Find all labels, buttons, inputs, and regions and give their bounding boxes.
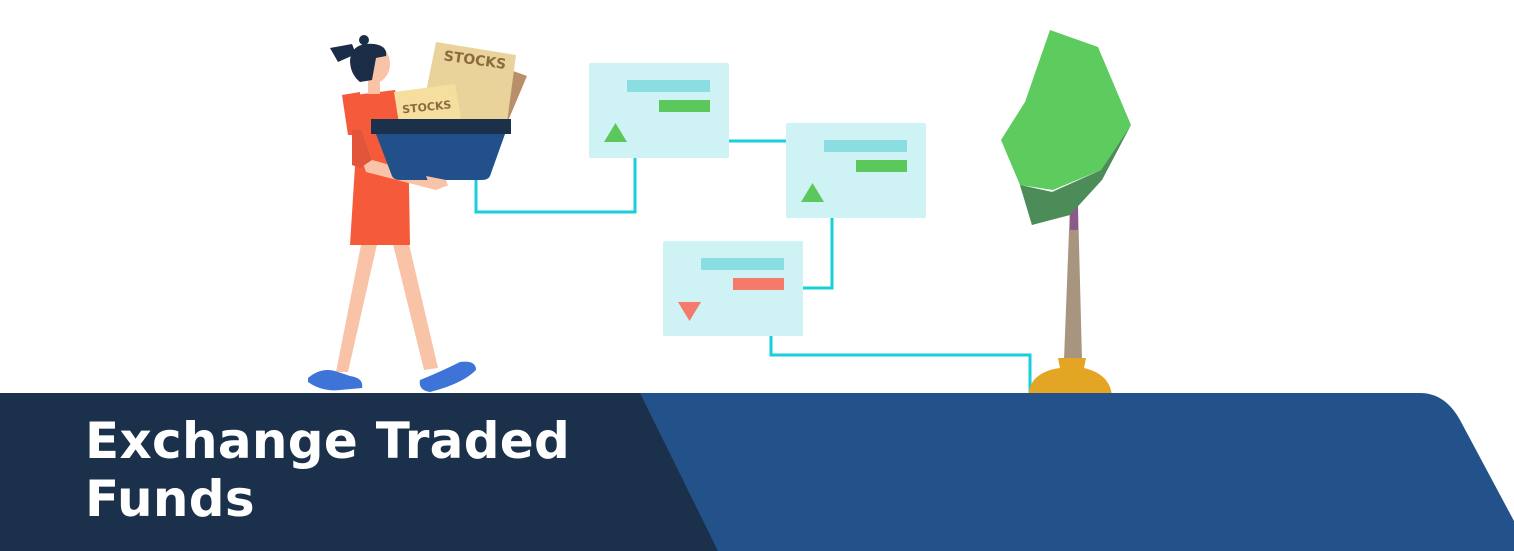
banner-dark-panel	[0, 393, 718, 551]
basket-rim	[371, 119, 511, 134]
connector-card3-to-pot	[769, 336, 1032, 392]
right-shoe	[419, 361, 476, 392]
left-shoe	[308, 370, 363, 391]
card-3-bar-top	[701, 258, 784, 270]
tree-canopy-light	[1001, 30, 1131, 190]
connector-lines	[474, 139, 1032, 392]
card-1-bar-bottom	[659, 100, 710, 112]
tree-canopy-dark	[1020, 125, 1131, 225]
stocks-label-small: STOCKS	[402, 98, 452, 116]
page-title-line-2: Funds	[85, 470, 255, 528]
stocks-document-small	[394, 84, 462, 130]
page-title-line-1: Exchange Traded	[85, 412, 571, 470]
basket	[376, 134, 505, 180]
tree-trunk	[1064, 205, 1082, 360]
hair	[350, 43, 387, 82]
stock-card-1	[589, 63, 729, 158]
connector-basket-to-card1	[474, 158, 637, 214]
stock-card-3	[663, 241, 803, 336]
woman-carrying-stocks-icon	[308, 35, 527, 392]
connector-card2-to-card3	[803, 218, 834, 290]
card-2-bar-bottom	[856, 160, 907, 172]
up-arrow-icon	[801, 183, 824, 202]
card-1-bar-top	[627, 80, 710, 92]
money-pot	[1028, 358, 1112, 396]
banner-blue-panel	[600, 393, 1514, 551]
stock-card-2	[786, 123, 926, 218]
page-title: Exchange Traded Funds	[85, 412, 570, 528]
card-2-bar-top	[824, 140, 907, 152]
down-arrow-icon	[678, 302, 701, 321]
up-arrow-icon	[604, 123, 627, 142]
card-3-bar-bottom	[733, 278, 784, 290]
growing-tree-icon	[1001, 30, 1131, 396]
